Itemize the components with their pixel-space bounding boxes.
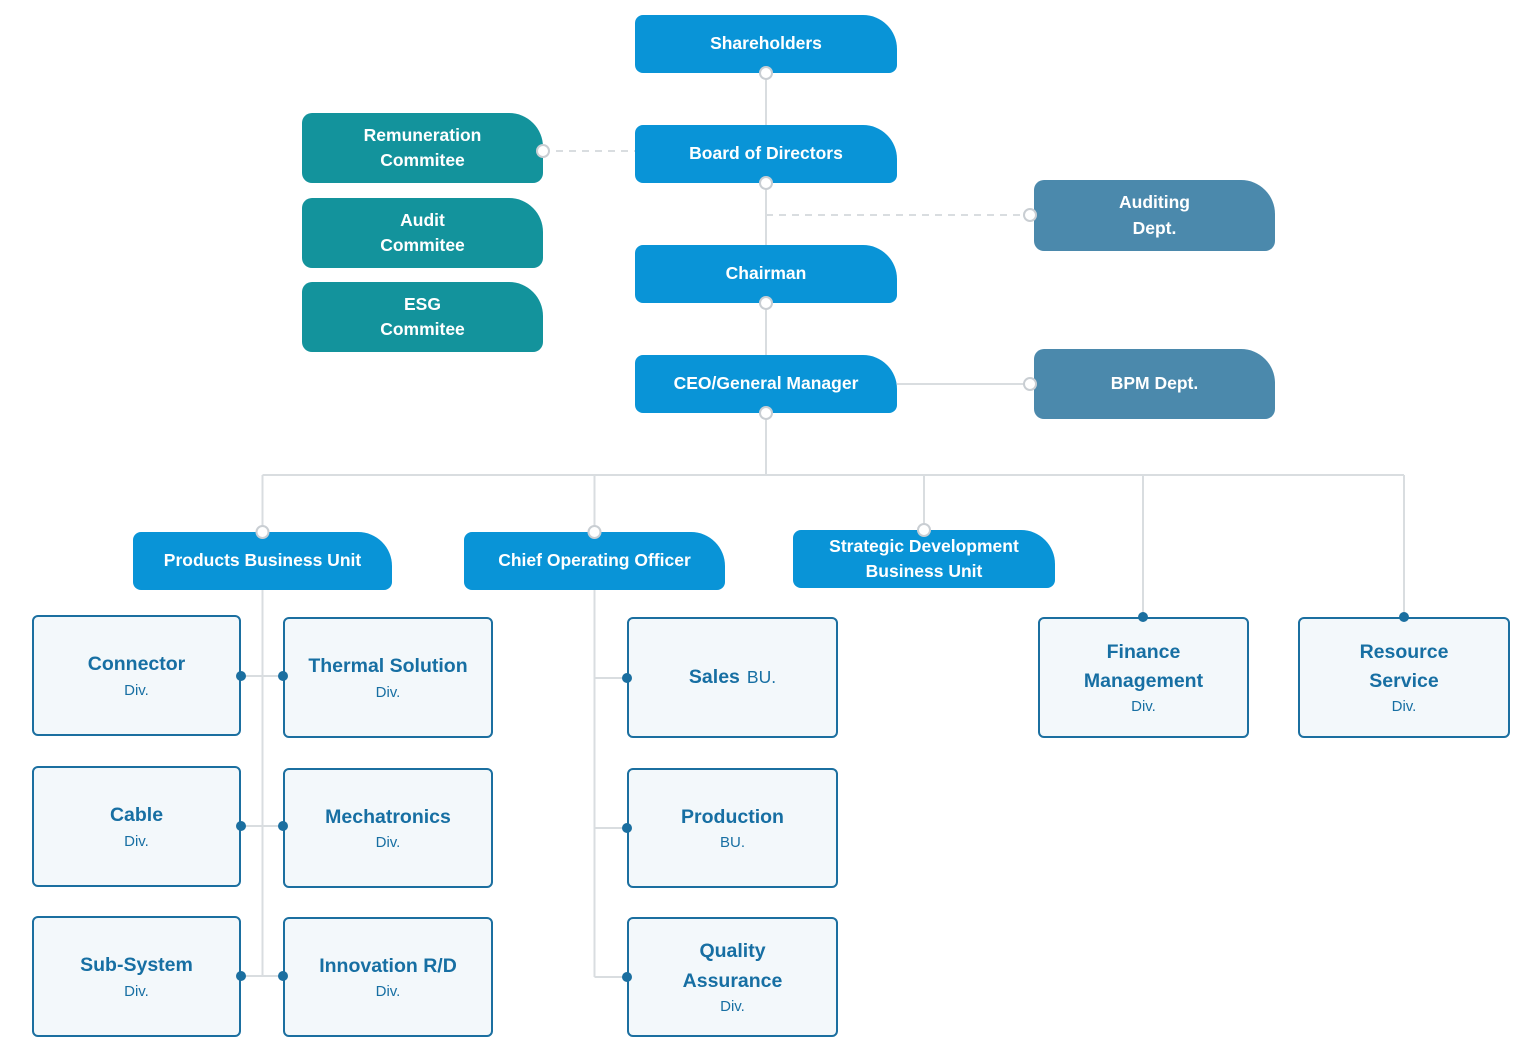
node-connector-div: Connector Div. bbox=[32, 615, 241, 736]
division-title: Innovation R/D bbox=[319, 954, 457, 977]
division-suffix: Div. bbox=[720, 997, 745, 1015]
division-title: Finance Management bbox=[1083, 640, 1204, 692]
node-finance-management-div: Finance Management Div. bbox=[1038, 617, 1249, 738]
division-suffix: Div. bbox=[124, 681, 149, 699]
node-sub-system-div: Sub-System Div. bbox=[32, 916, 241, 1037]
division-suffix: Div. bbox=[375, 983, 401, 1001]
division-title: Mechatronics bbox=[325, 805, 451, 828]
division-suffix: Div. bbox=[375, 683, 401, 701]
division-suffix: Div. bbox=[375, 834, 401, 852]
division-title: Resource Service bbox=[1359, 640, 1449, 692]
node-shareholders: Shareholders bbox=[635, 15, 897, 73]
node-strategic-development-bu: Strategic Development Business Unit bbox=[793, 530, 1055, 588]
division-title: Connector bbox=[87, 653, 186, 676]
node-sales-bu: Sales BU. bbox=[627, 617, 838, 738]
node-mechatronics-div: Mechatronics Div. bbox=[283, 768, 493, 888]
node-remuneration-committee: Remuneration Commitee bbox=[302, 113, 543, 183]
division-title: Thermal Solution bbox=[308, 655, 468, 678]
node-cable-div: Cable Div. bbox=[32, 766, 241, 887]
node-auditing-dept: Auditing Dept. bbox=[1034, 180, 1275, 251]
node-board-of-directors: Board of Directors bbox=[635, 125, 897, 183]
division-suffix: BU. bbox=[746, 666, 777, 687]
node-label: Sales BU. bbox=[689, 663, 776, 692]
division-suffix: Div. bbox=[124, 982, 149, 1000]
node-ceo-general-manager: CEO/General Manager bbox=[635, 355, 897, 413]
node-audit-committee: Audit Commitee bbox=[302, 198, 543, 268]
node-bpm-dept: BPM Dept. bbox=[1034, 349, 1275, 419]
division-suffix: Div. bbox=[1391, 698, 1417, 716]
division-title: Production bbox=[681, 805, 784, 828]
division-suffix: BU. bbox=[719, 834, 745, 852]
node-chief-operating-officer: Chief Operating Officer bbox=[464, 532, 725, 590]
division-title: Cable bbox=[109, 804, 164, 827]
node-resource-service-div: Resource Service Div. bbox=[1298, 617, 1510, 738]
node-esg-committee: ESG Commitee bbox=[302, 282, 543, 352]
division-title: Sub-System bbox=[80, 954, 193, 977]
division-title: Quality Assurance bbox=[682, 940, 783, 992]
node-chairman: Chairman bbox=[635, 245, 897, 303]
node-thermal-solution-div: Thermal Solution Div. bbox=[283, 617, 493, 738]
division-suffix: Div. bbox=[1131, 698, 1156, 716]
node-quality-assurance-div: Quality Assurance Div. bbox=[627, 917, 838, 1037]
division-suffix: Div. bbox=[124, 832, 149, 850]
node-innovation-rd-div: Innovation R/D Div. bbox=[283, 917, 493, 1037]
node-products-business-unit: Products Business Unit bbox=[133, 532, 392, 590]
node-production-bu: Production BU. bbox=[627, 768, 838, 888]
division-title: Sales bbox=[688, 665, 740, 688]
